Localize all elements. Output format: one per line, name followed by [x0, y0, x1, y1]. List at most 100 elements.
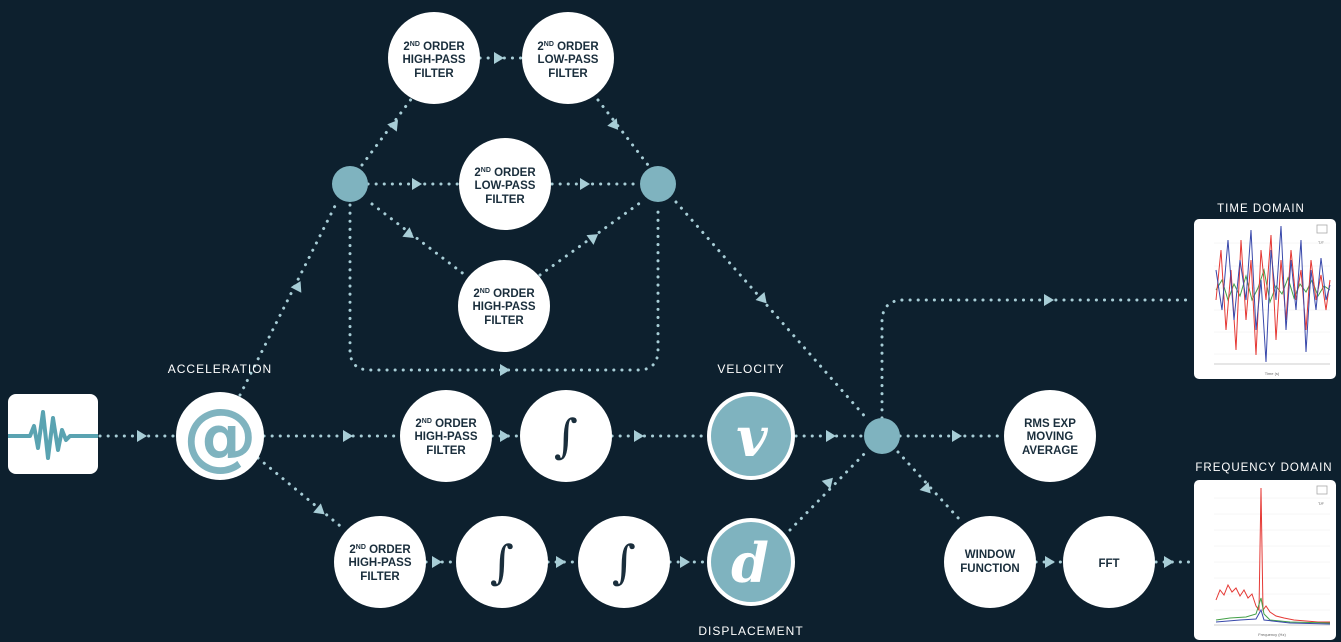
integral-icon: ∫ — [612, 535, 636, 589]
filter-word: FILTER — [426, 445, 466, 457]
order-suffix: ND — [480, 288, 490, 295]
expand-icon[interactable] — [1316, 485, 1328, 495]
filter-node-lp-top[interactable]: 2ND ORDER LOW-PASS FILTER — [522, 12, 614, 104]
displacement-node[interactable]: d — [707, 518, 795, 606]
freq-series-green — [1215, 597, 1331, 624]
rms-line3: AVERAGE — [1022, 445, 1078, 457]
window-line2: FUNCTION — [960, 563, 1019, 575]
time-domain-plot[interactable]: T/F Time (s) — [1194, 219, 1336, 379]
connector-bypass — [348, 203, 660, 372]
arrow-icon — [412, 178, 422, 190]
velocity-symbol: v — [736, 405, 768, 469]
arrow-icon — [290, 281, 302, 293]
integral-icon: ∫ — [490, 535, 514, 589]
order-number: 2 — [473, 288, 479, 300]
connector-merge-hub — [674, 200, 870, 422]
frequency-domain-plot[interactable]: T/F Frequency (Hz) — [1194, 480, 1336, 640]
filter-word: FILTER — [414, 68, 454, 80]
filter-node-hp-velocity[interactable]: 2ND ORDER HIGH-PASS FILTER — [400, 390, 492, 482]
arrow-icon — [1044, 294, 1054, 306]
toggle-label: T/F — [1318, 240, 1325, 245]
rms-line2: MOVING — [1027, 431, 1074, 443]
fft-label: FFT — [1098, 558, 1119, 570]
arrow-icon — [821, 477, 833, 490]
order-suffix: ND — [544, 41, 554, 48]
order-word: ORDER — [423, 41, 465, 53]
order-word: ORDER — [369, 544, 411, 556]
time-series-red — [1215, 234, 1331, 356]
arrow-icon — [494, 52, 504, 64]
rms-line1: RMS EXP — [1024, 418, 1076, 430]
toggle-label: T/F — [1318, 501, 1325, 506]
filter-word: FILTER — [360, 571, 400, 583]
order-number: 2 — [537, 41, 543, 53]
acceleration-label: ACCELERATION — [168, 362, 272, 376]
svg-text:2ND ORDER: 2ND ORDER — [349, 544, 411, 556]
velocity-node[interactable]: v — [707, 392, 795, 480]
displacement-symbol: d — [731, 531, 769, 595]
frequency-domain-title: FREQUENCY DOMAIN — [1195, 462, 1332, 474]
arrow-icon — [313, 503, 325, 515]
svg-text:2ND ORDER: 2ND ORDER — [415, 418, 477, 430]
sensor-input-tile[interactable] — [8, 394, 98, 474]
arrow-icon — [556, 556, 566, 568]
window-function-node[interactable]: WINDOW FUNCTION — [944, 516, 1036, 608]
order-number: 2 — [349, 544, 355, 556]
connector-acceleration-lower-hp — [256, 456, 347, 532]
integral-node-displacement-1[interactable]: ∫ — [456, 516, 548, 608]
arrow-icon — [586, 234, 599, 245]
order-word: ORDER — [435, 418, 477, 430]
connector-hub-window — [896, 450, 962, 522]
freq-series-blue — [1215, 608, 1331, 625]
output-hub-junction — [864, 418, 900, 454]
acceleration-symbol: @ — [183, 393, 257, 479]
fft-node[interactable]: FFT — [1063, 516, 1155, 608]
filter-type: HIGH-PASS — [472, 301, 535, 313]
arrow-icon — [1164, 556, 1174, 568]
split-junction — [332, 166, 368, 202]
integral-node-velocity[interactable]: ∫ — [520, 390, 612, 482]
filter-word: FILTER — [548, 68, 588, 80]
filter-node-hp-middle[interactable]: 2ND ORDER HIGH-PASS FILTER — [458, 260, 550, 352]
integral-icon: ∫ — [554, 409, 578, 463]
time-domain-title: TIME DOMAIN — [1217, 203, 1305, 215]
connector-displacement-hub — [788, 448, 870, 532]
time-xlabel: Time (s) — [1265, 371, 1280, 376]
order-number: 2 — [474, 167, 480, 179]
arrow-icon — [1045, 556, 1055, 568]
filter-type: LOW-PASS — [475, 180, 536, 192]
order-number: 2 — [415, 418, 421, 430]
order-suffix: ND — [356, 544, 366, 551]
filter-node-hp-displacement[interactable]: 2ND ORDER HIGH-PASS FILTER — [334, 516, 426, 608]
filter-type: LOW-PASS — [538, 54, 599, 66]
waveform-icon — [8, 410, 98, 460]
arrow-icon — [387, 120, 399, 132]
order-suffix: ND — [422, 418, 432, 425]
filter-node-lp-middle[interactable]: 2ND ORDER LOW-PASS FILTER — [459, 138, 551, 230]
order-suffix: ND — [410, 41, 420, 48]
rms-node[interactable]: RMS EXP MOVING AVERAGE — [1004, 390, 1096, 482]
velocity-label: VELOCITY — [717, 362, 784, 376]
svg-text:2ND ORDER: 2ND ORDER — [403, 41, 465, 53]
arrow-icon — [919, 481, 931, 494]
filter-node-hp-top[interactable]: 2ND ORDER HIGH-PASS FILTER — [388, 12, 480, 104]
arrow-icon — [755, 291, 767, 304]
connectors — [98, 56, 1192, 564]
arrow-icon — [500, 430, 510, 442]
displacement-label: DISPLACEMENT — [698, 624, 803, 638]
integral-node-displacement-2[interactable]: ∫ — [578, 516, 670, 608]
filter-word: FILTER — [485, 194, 525, 206]
acceleration-node[interactable]: @ — [176, 392, 264, 480]
freq-xlabel: Frequency (Hz) — [1258, 632, 1286, 637]
filter-word: FILTER — [484, 315, 524, 327]
connector-split-hp-bottom — [370, 202, 467, 277]
merge-junction — [640, 166, 676, 202]
expand-icon[interactable] — [1316, 224, 1328, 234]
arrow-icon — [634, 430, 644, 442]
filter-type: HIGH-PASS — [414, 431, 477, 443]
arrow-icon — [580, 178, 590, 190]
connector-hub-time-plot — [880, 298, 1192, 420]
arrow-icon — [402, 227, 414, 239]
svg-text:2ND ORDER: 2ND ORDER — [474, 167, 536, 179]
